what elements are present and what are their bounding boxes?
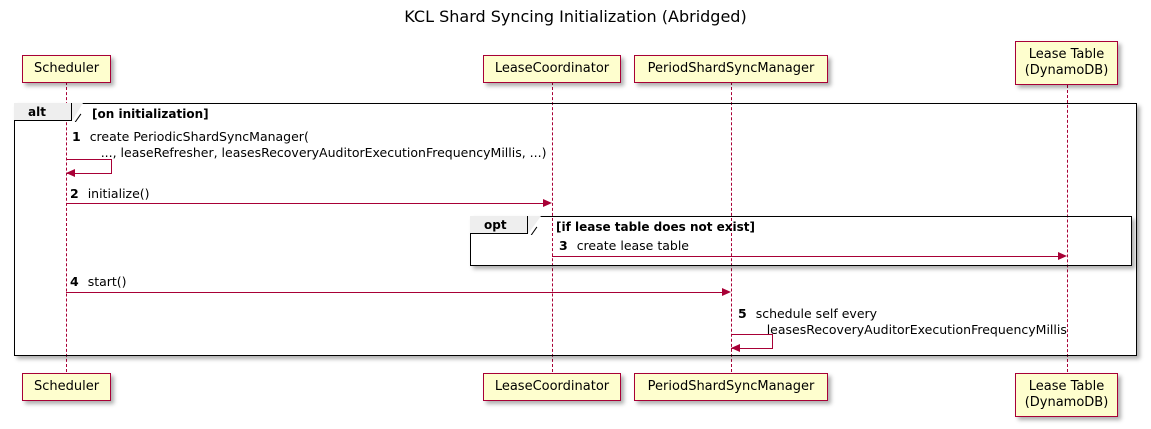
message-2-number: 2 — [70, 186, 79, 201]
message-5-text-line1: schedule self every — [755, 306, 878, 321]
opt-frame — [470, 216, 1132, 266]
message-1-text-line1: create PeriodicShardSyncManager( — [89, 129, 309, 144]
alt-frame-tab: alt — [14, 103, 72, 121]
participant-label: LeaseCoordinator — [494, 60, 610, 76]
lifeline-scheduler — [66, 82, 67, 372]
alt-frame-condition: [on initialization] — [92, 107, 209, 121]
lifeline-periodshardsyncmanager — [731, 82, 732, 372]
message-3-line — [552, 256, 1058, 257]
message-2-text-line1: initialize() — [87, 186, 150, 201]
message-1-self-loop — [66, 159, 112, 174]
message-3-arrow-head — [1058, 251, 1067, 260]
participant-label-line2: (DynamoDB) — [1024, 395, 1109, 410]
message-2-line — [66, 203, 543, 204]
participant-label: Lease Table — [1028, 378, 1105, 394]
message-4-text-line1: start() — [87, 274, 127, 289]
message-3-number: 3 — [559, 238, 568, 253]
message-3-text-line1: create lease table — [576, 238, 689, 253]
opt-frame-operator-label: opt — [484, 217, 507, 232]
participant-label: Scheduler — [33, 60, 100, 76]
participant-leasecoordinator-top[interactable]: LeaseCoordinator — [483, 55, 621, 83]
opt-frame-condition: [if lease table does not exist] — [556, 220, 756, 234]
message-2-arrow-head — [543, 198, 552, 207]
message-2-label: 2 initialize() — [70, 186, 150, 202]
participant-label-line2: (DynamoDB) — [1024, 63, 1109, 78]
message-1-number: 1 — [72, 129, 81, 144]
alt-frame-tab-corner — [72, 103, 83, 121]
participant-label: LeaseCoordinator — [494, 378, 610, 394]
participant-label: PeriodShardSyncManager — [647, 378, 815, 394]
message-4-arrow-head — [722, 287, 731, 296]
opt-frame-tab: opt — [470, 216, 528, 234]
participant-scheduler-bottom[interactable]: Scheduler — [22, 373, 111, 401]
participant-periodshardsyncmanager-bottom[interactable]: PeriodShardSyncManager — [634, 373, 828, 401]
message-4-line — [66, 292, 722, 293]
opt-frame-tab-diagonal — [528, 216, 541, 235]
message-3-label: 3 create lease table — [559, 238, 689, 254]
participant-scheduler-top[interactable]: Scheduler — [22, 55, 111, 83]
participant-label: Lease Table — [1028, 46, 1105, 62]
alt-frame-tab-diagonal — [72, 103, 85, 122]
participant-leasecoordinator-bottom[interactable]: LeaseCoordinator — [483, 373, 621, 401]
message-5-self-loop — [731, 334, 773, 349]
message-5-arrow-head — [731, 344, 740, 352]
lifeline-leasetable — [1067, 85, 1068, 372]
lifeline-leasecoordinator — [552, 82, 553, 372]
diagram-title: KCL Shard Syncing Initialization (Abridg… — [404, 7, 747, 26]
message-5-label: 5 schedule self every leasesRecoveryAudi… — [738, 306, 1067, 339]
participant-periodshardsyncmanager-top[interactable]: PeriodShardSyncManager — [634, 55, 828, 83]
message-5-text-line2: leasesRecoveryAuditorExecutionFrequencyM… — [766, 322, 1067, 338]
message-4-label: 4 start() — [70, 274, 127, 290]
alt-frame-operator-label: alt — [28, 104, 46, 119]
participant-label: Scheduler — [33, 378, 100, 394]
participant-label: PeriodShardSyncManager — [647, 60, 815, 76]
message-1-label: 1 create PeriodicShardSyncManager( ..., … — [72, 129, 546, 162]
message-4-number: 4 — [70, 274, 79, 289]
message-5-number: 5 — [738, 306, 747, 321]
alt-frame — [14, 103, 1137, 356]
participant-leasetable-bottom[interactable]: Lease Table (DynamoDB) — [1015, 373, 1118, 417]
participant-leasetable-top[interactable]: Lease Table (DynamoDB) — [1015, 41, 1118, 85]
message-1-text-line2: ..., leaseRefresher, leasesRecoveryAudit… — [100, 145, 547, 161]
message-1-arrow-head — [66, 169, 75, 177]
